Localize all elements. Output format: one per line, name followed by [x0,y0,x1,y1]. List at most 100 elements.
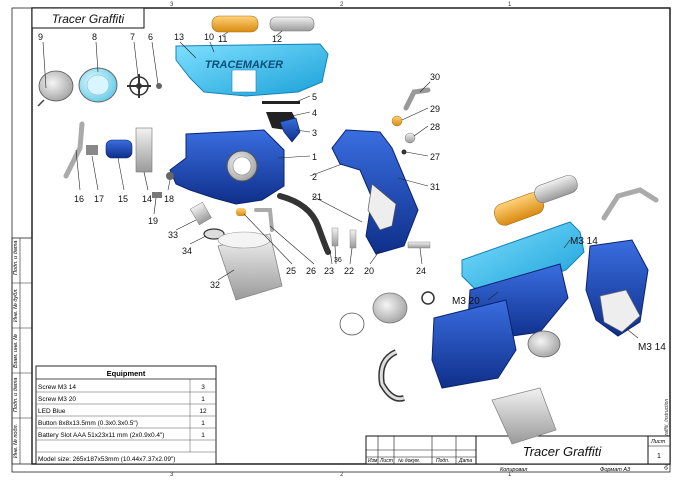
part-14-plate [135,127,153,173]
part-18-nut [166,172,174,180]
part-12-cylinder [269,16,315,32]
loose-disk [372,292,408,324]
copied-label: Копировал [500,467,527,473]
part-label-11: 11 [218,34,227,44]
equipment-row-qty: 1 [201,432,205,439]
rev-header: Лист [379,458,393,464]
part-label-10: 10 [204,32,214,42]
sheet-number: 1 [657,453,661,460]
zone-top-2: 2 [340,2,344,8]
part-label-13: 13 [174,32,184,42]
part-label-24: 24 [416,266,426,276]
part-label-5: 5 [312,92,317,102]
top-title-box [31,7,145,29]
assembly-label-m3-20: M3 20 [452,296,480,307]
part-label-34: 34 [182,246,192,256]
part-24-pin [407,241,431,249]
assembled-front [431,299,517,389]
equipment-row-name: Screw M3 14 [38,384,76,391]
part-label-12: 12 [272,34,282,44]
part-label-31: 31 [430,182,440,192]
zone-bottom-3: 3 [170,472,174,478]
part-19-clip [152,192,162,198]
part-label-32: 32 [210,280,220,290]
part-29-cap [391,115,403,127]
equipment-table: Equipment Screw M3 14 3 Screw M3 20 1 LE… [35,365,217,465]
part-labels: 9 8 7 6 13 10 11 12 30 29 28 27 5 4 3 1 … [38,32,440,290]
part-label-19: 19 [148,216,158,226]
part-5-bar [262,101,300,104]
part-15-cylinder [105,139,133,159]
equipment-row-qty: 3 [201,384,205,391]
part-27-screw [401,149,407,155]
part-label-28: 28 [430,122,440,132]
leader-lines [42,30,639,339]
part-label-22: 22 [344,266,354,276]
part-label-15: 15 [118,194,128,204]
equipment-row-name: LED Blue [38,408,66,415]
part-label-7: 7 [130,32,135,42]
exploded-parts: TRACEMAKER [37,15,659,445]
assembled-can [491,387,557,445]
margin-label-1: Подп. и дата [13,241,19,275]
part-22-pin [349,229,357,249]
margin-label-3: Взам. инв. № [13,334,19,368]
part-30-pin [403,87,431,111]
part-label-20: 20 [364,266,374,276]
part-label-2: 2 [312,172,317,182]
equipment-header: Equipment [107,369,146,378]
part-label-26: 26 [306,266,316,276]
margin-label-2: Инв. № дубл. [13,288,19,322]
part-label-9: 9 [38,32,43,42]
zone-top-1: 1 [508,2,512,8]
part-label-3: 3 [312,128,317,138]
zone-bottom-2: 2 [340,472,344,478]
part-36-pin [331,227,339,247]
sheet-label: Лист [650,439,666,445]
part-25-cap [236,208,246,216]
equipment-row-qty: 1 [201,420,205,427]
part-label-14: 14 [142,194,152,204]
part-label-27: 27 [430,152,440,162]
zone-top-3: 3 [170,2,174,8]
inner-frame [31,7,671,465]
part-label-1: 1 [312,152,317,162]
part-label-29: 29 [430,104,440,114]
part-23-hose [277,193,331,255]
loose-disk-small [339,312,365,336]
part-9-disk [38,70,74,102]
assembly-label-m3-14-right: M3 14 [638,342,666,353]
assembly-label-m3-14-top: M3 14 [570,236,598,247]
rev-header: Изм [368,458,378,464]
equipment-row-qty: 12 [199,408,207,415]
part-6-nut [156,83,162,89]
part-label-33: 33 [168,230,178,240]
equipment-row-name: Battery Slot AAA 51x23x11 mm (2x0.9x0.4"… [38,432,164,439]
part-label-36: 36 [334,257,342,264]
rev-header: Подп. [436,458,449,464]
part-label-16: 16 [74,194,84,204]
part-label-17: 17 [94,194,104,204]
assembled-steel-cylinder [534,174,578,204]
part-16-pin [63,121,85,179]
part-33-block [189,201,212,226]
rev-header: Дата [458,458,472,464]
equipment-row-qty: 1 [201,396,205,403]
margin-label-5: Инв. № подл. [13,424,19,458]
assembly-labels: M3 14 M3 20 M3 14 [452,236,666,353]
left-margin-stamp: Подп. и дата Инв. № дубл. Взам. инв. № П… [11,237,33,465]
logo-text: TRACEMAKER [205,59,283,71]
part-3-trigger [279,117,301,143]
loose-spinner [421,291,435,305]
part-label-4: 4 [312,108,317,118]
part-label-23: 23 [324,266,334,276]
part-26-pin [254,208,274,232]
part-label-8: 8 [92,32,97,42]
margin-label-4: Подп. и дата [13,378,19,412]
equipment-row-name: Screw M3 20 [38,396,76,403]
part-28-cap [404,132,416,144]
part-label-6: 6 [148,32,153,42]
equipment-row-name: Button 8x8x13.5mm (0.3x0.3x0.5") [38,420,138,427]
